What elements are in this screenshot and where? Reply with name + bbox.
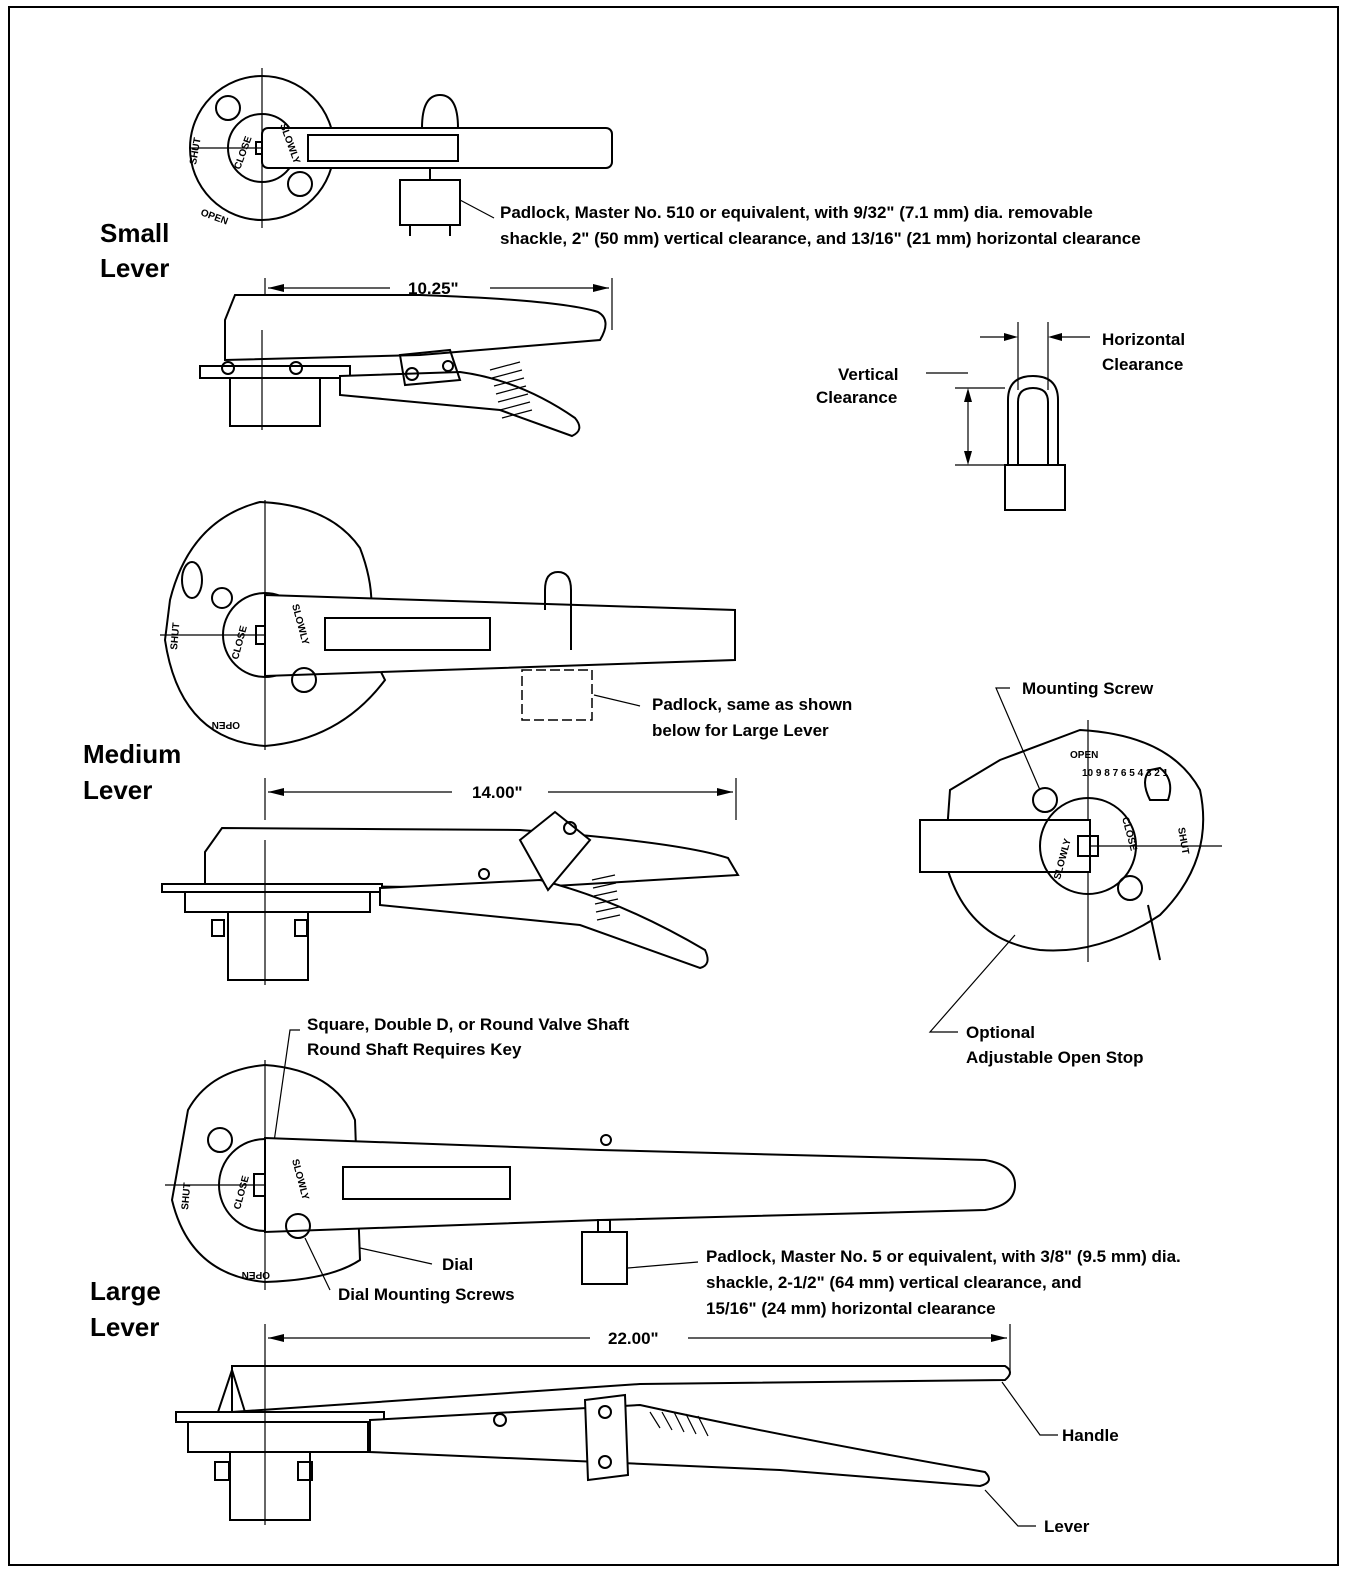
large-dial-shut-label: SHUT (180, 1182, 193, 1210)
large-lever-side-view (175, 1360, 1011, 1525)
detail-dial-close-label: CLOSE (1119, 816, 1139, 852)
open-stop-detail-view: OPEN 10 9 8 7 6 5 4 3 2 1 SHUT CLOSE SLO… (919, 720, 1222, 962)
drawing-sheet (8, 6, 1339, 1566)
dial-label: Dial (442, 1255, 473, 1274)
medium-lever-top-view: SHUT CLOSE SLOWLY OPEN (160, 500, 736, 750)
large-lever-top-view: SHUT CLOSE SLOWLY OPEN (165, 1060, 1017, 1290)
small-lever-title-line1: Small (100, 218, 169, 248)
vertical-clearance-line2: Clearance (816, 388, 897, 407)
valve-shaft-line1: Square, Double D, or Round Valve Shaft (307, 1015, 629, 1034)
medium-dimension (264, 778, 737, 820)
vertical-clearance-line1: Vertical (838, 365, 899, 384)
mounting-screw-label: Mounting Screw (1022, 679, 1154, 698)
dial-leader (359, 1247, 433, 1265)
large-dimension-label: 22.00" (608, 1329, 659, 1348)
detail-dial-shut-label: SHUT (1175, 827, 1191, 856)
open-stop-line1: Optional (966, 1023, 1035, 1042)
large-padlock-note-line3: 15/16" (24 mm) horizontal clearance (706, 1299, 996, 1318)
padlock-clearance-diagram (926, 322, 1090, 511)
large-lever-title-line1: Large (90, 1276, 161, 1306)
valve-shaft-leader (269, 1029, 300, 1171)
small-lever-title-line2: Lever (100, 253, 169, 283)
dial-close-label: CLOSE (232, 135, 254, 171)
dial-screws-label: Dial Mounting Screws (338, 1285, 515, 1304)
dial-shut-label: SHUT (188, 137, 204, 166)
small-lever-side-view (199, 294, 607, 438)
dial-screws-leader (304, 1237, 331, 1291)
medium-padlock-leader (593, 694, 641, 707)
lever-label: Lever (1044, 1517, 1090, 1536)
open-stop-line2: Adjustable Open Stop (966, 1048, 1144, 1067)
large-padlock-note-line2: shackle, 2-1/2" (64 mm) vertical clearan… (706, 1273, 1082, 1292)
valve-shaft-line2: Round Shaft Requires Key (307, 1040, 522, 1059)
small-padlock-note-line1: Padlock, Master No. 510 or equivalent, w… (500, 203, 1093, 222)
medium-padlock-note-line2: below for Large Lever (652, 721, 829, 740)
medium-dial-shut-label: SHUT (169, 622, 182, 650)
large-padlock-leader (627, 1261, 699, 1269)
large-lever-title-line2: Lever (90, 1312, 159, 1342)
medium-dial-open-label: OPEN (212, 719, 240, 730)
horizontal-clearance-line2: Clearance (1102, 355, 1183, 374)
medium-padlock-note-line1: Padlock, same as shown (652, 695, 852, 714)
open-stop-leader (928, 934, 1016, 1033)
handle-leader (1001, 1381, 1058, 1436)
handle-label: Handle (1062, 1426, 1119, 1445)
horizontal-clearance-line1: Horizontal (1102, 330, 1185, 349)
small-padlock-leader (459, 199, 495, 219)
medium-lever-title-line1: Medium (83, 739, 181, 769)
lever-leader (984, 1489, 1036, 1527)
detail-dial-scale: 10 9 8 7 6 5 4 3 2 1 (1082, 768, 1169, 779)
medium-dimension-label: 14.00" (472, 783, 523, 802)
medium-lever-title-line2: Lever (83, 775, 152, 805)
medium-dial-close-label: CLOSE (230, 624, 250, 660)
small-padlock-note-line2: shackle, 2" (50 mm) vertical clearance, … (500, 229, 1141, 248)
large-padlock-note-line1: Padlock, Master No. 5 or equivalent, wit… (706, 1247, 1181, 1266)
small-dimension-label: 10.25" (408, 279, 459, 298)
detail-dial-open-label: OPEN (1070, 750, 1098, 761)
large-dial-close-label: CLOSE (232, 1174, 252, 1210)
large-dial-open-label: OPEN (242, 1269, 270, 1280)
mounting-screw-leader (995, 687, 1041, 791)
large-dimension (264, 1324, 1011, 1375)
medium-lever-side-view (161, 810, 740, 985)
small-dimension (264, 278, 613, 330)
